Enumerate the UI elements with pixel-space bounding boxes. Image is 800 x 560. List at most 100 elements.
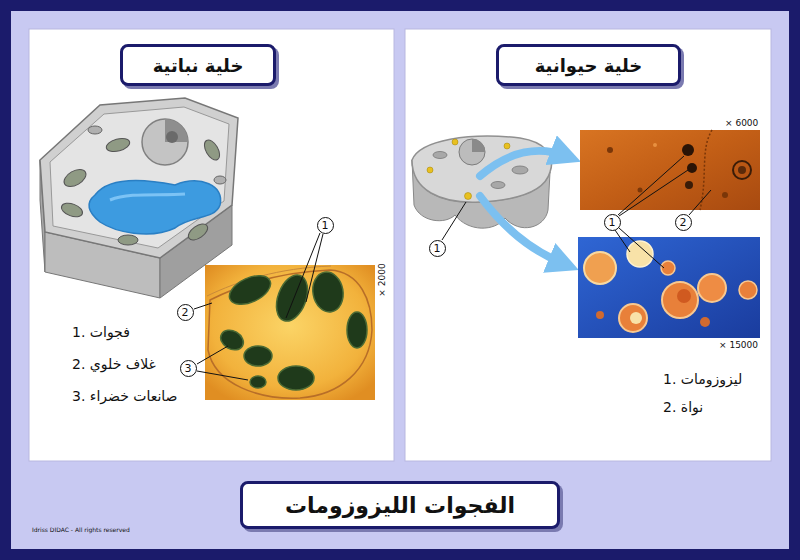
animal-micrograph-bottom [578, 237, 760, 338]
plant-leader-lines [306, 234, 323, 302]
animal-micrograph-bottom [662, 282, 698, 318]
animal-micrograph-top [722, 192, 728, 198]
plant-micrograph [205, 265, 375, 400]
panel-heading-text: خلية نباتية [153, 55, 244, 76]
animal-micrograph-top [607, 147, 613, 153]
animal-leader-lines [618, 156, 684, 215]
callout-number: 3 [180, 360, 197, 377]
plant-leader-lines [286, 233, 320, 318]
animal-cell-drawing [472, 139, 485, 152]
animal-micrograph-top [738, 166, 746, 174]
animal-cell-drawing [504, 143, 510, 149]
animal-micrograph-top [687, 163, 697, 173]
plant-micrograph [244, 346, 272, 366]
animal-micrograph-bottom [578, 237, 760, 338]
animal-cell-drawing [412, 136, 552, 202]
animal-micrograph-top [580, 130, 760, 210]
animal-leader-lines [615, 230, 630, 252]
magnification: × 15000 [719, 340, 758, 350]
plant-leader-lines [197, 371, 248, 380]
plant-micrograph [250, 376, 266, 388]
animal-micrograph-bottom [584, 252, 616, 284]
animal-leader-lines [442, 156, 711, 268]
animal-cell-drawing [433, 152, 447, 159]
legend-item: 1. ليزوزومات [663, 371, 742, 387]
animal-cell-drawing [465, 193, 472, 200]
plant-cell-drawing [142, 119, 188, 165]
plant-micrograph [205, 265, 375, 400]
zoom-arrows [480, 196, 564, 264]
animal-micrograph-top [653, 143, 657, 147]
animal-cell-drawing [512, 166, 528, 174]
animal-micrograph-top [685, 181, 693, 189]
animal-leader-lines [619, 170, 688, 216]
animal-micrograph-top [580, 130, 760, 210]
animal-cell-drawing [491, 182, 505, 189]
animal-micrograph-bottom [596, 311, 604, 319]
magnification: × 2000 [377, 263, 387, 296]
panel-heading: خلية نباتية [120, 44, 276, 86]
animal-micrograph-top [682, 144, 694, 156]
panel-heading: خلية حيوانية [496, 44, 681, 86]
plant-cell-drawing [61, 166, 89, 190]
animal-leader-lines [689, 190, 711, 215]
plant-cell-drawing [105, 136, 131, 154]
plant-cell-drawing [186, 221, 211, 243]
animal-micrograph-bottom [739, 281, 757, 299]
plant-cell-drawing [88, 126, 102, 134]
magnification: × 6000 [725, 118, 758, 128]
animal-micrograph-bottom [677, 289, 691, 303]
callout-number: 1 [429, 240, 446, 257]
animal-micrograph-bottom [698, 274, 726, 302]
animal-micrograph-bottom [619, 304, 647, 332]
animal-micrograph-bottom [661, 261, 675, 275]
animal-micrograph-bottom [700, 317, 710, 327]
copyright-note: Idriss DIDAC - All rights reserved [32, 526, 130, 533]
plant-micrograph [208, 270, 372, 398]
frame [11, 11, 789, 549]
zoom-arrows [480, 151, 566, 264]
plant-micrograph [347, 312, 367, 348]
zoom-arrows [480, 151, 566, 176]
frame [405, 29, 771, 461]
plant-cell-drawing [110, 194, 185, 200]
plant-cell-drawing [166, 131, 178, 143]
callout-number: 2 [675, 214, 692, 231]
animal-leader-lines [619, 228, 664, 268]
legend-item: 2. غلاف خلوي [72, 356, 156, 372]
plant-cell-drawing [118, 235, 138, 245]
title-box: الفجوات الليزوزومات [240, 481, 560, 529]
plant-cell-drawing [50, 107, 229, 248]
animal-micrograph-bottom [627, 241, 653, 267]
plant-cell-drawing [165, 119, 188, 142]
animal-micrograph-top [638, 188, 643, 193]
plant-cell-drawing [214, 176, 226, 184]
plant-micrograph [225, 270, 275, 310]
animal-micrograph-bottom [630, 312, 642, 324]
animal-micrograph-top [733, 161, 751, 179]
animal-cell-drawing [459, 139, 485, 165]
callout-number: 1 [317, 217, 334, 234]
legend-item: 1. فجوات [72, 324, 130, 340]
plant-leader-lines [197, 346, 228, 364]
legend-item: 3. صانعات خضراء [72, 388, 178, 404]
plant-cell-drawing [40, 98, 238, 258]
animal-leader-lines [442, 202, 466, 240]
plant-micrograph [310, 270, 346, 315]
callout-number: 1 [604, 214, 621, 231]
plant-leader-lines [194, 233, 323, 380]
callout-number: 2 [177, 304, 194, 321]
frame [29, 29, 394, 461]
plant-cell-drawing [201, 137, 222, 162]
legend-item: 2. نواة [663, 399, 703, 415]
title-box-text: الفجوات الليزوزومات [285, 493, 515, 518]
animal-micrograph-top [700, 130, 712, 210]
panel-heading-text: خلية حيوانية [535, 55, 643, 76]
animal-cell-drawing [427, 167, 433, 173]
plant-leader-lines [194, 303, 212, 309]
plant-micrograph [278, 366, 314, 390]
